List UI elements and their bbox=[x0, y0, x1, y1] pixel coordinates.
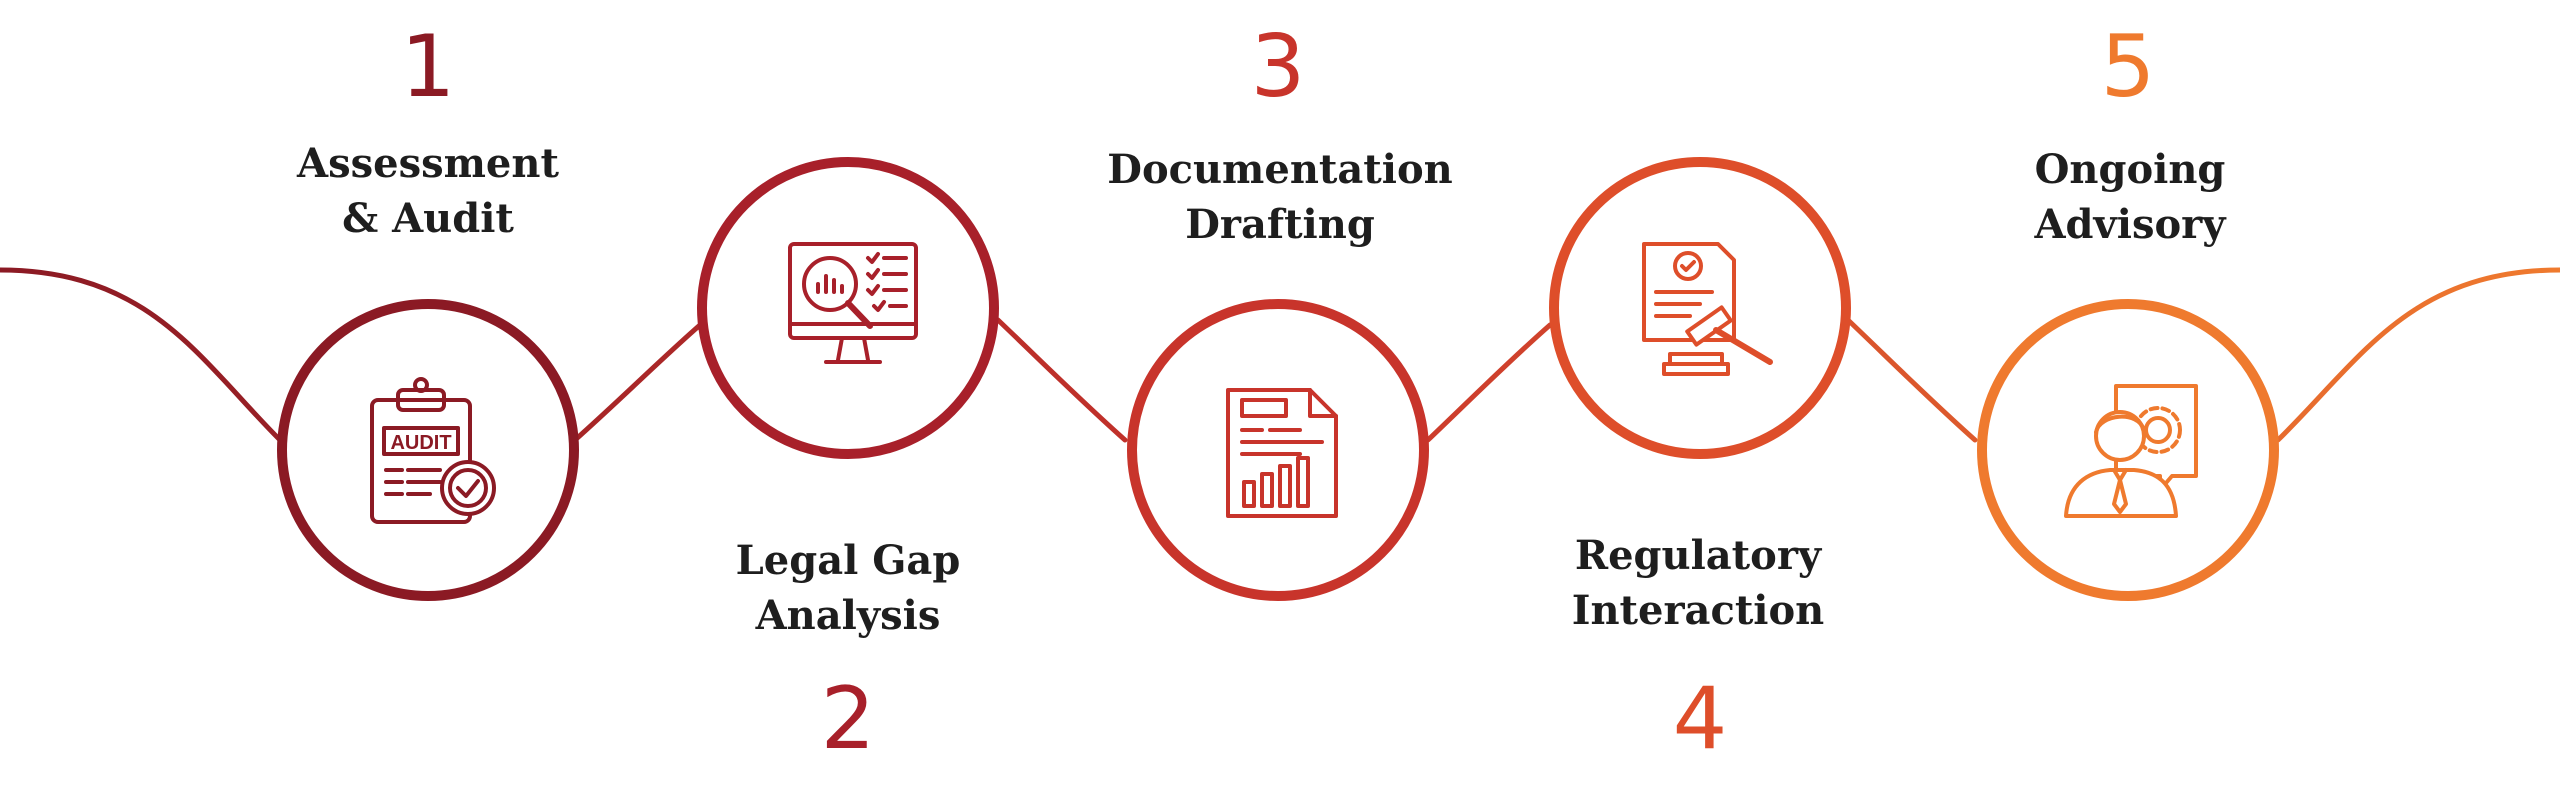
wave-connector-2-3 bbox=[995, 317, 1128, 443]
advisor-gear-icon bbox=[2064, 384, 2198, 518]
step-4-title: Regulatory Interaction bbox=[1488, 528, 1908, 638]
connector-wave bbox=[0, 267, 2560, 443]
step-3-node bbox=[1127, 299, 1429, 601]
step-2-title-line-1: Legal Gap bbox=[735, 537, 961, 584]
wave-left-tail bbox=[0, 267, 283, 443]
monitor-analysis-icon bbox=[788, 242, 918, 364]
wave-right-tail bbox=[2275, 267, 2560, 443]
step-3-title-line-2: Drafting bbox=[1185, 201, 1375, 248]
wave-connector-1-2 bbox=[572, 322, 703, 443]
step-2-number: 2 bbox=[820, 669, 876, 769]
step-1-title-line-1: Assessment bbox=[297, 140, 559, 187]
step-5-title: Ongoing Advisory bbox=[1920, 142, 2340, 252]
wave-connector-4-5 bbox=[1845, 317, 1978, 443]
step-4-number: 4 bbox=[1672, 669, 1728, 769]
step-2-title-line-2: Analysis bbox=[755, 592, 941, 639]
step-5-title-line-1: Ongoing bbox=[2034, 146, 2226, 193]
step-2-node bbox=[697, 157, 999, 459]
legal-gavel-icon bbox=[1642, 242, 1773, 376]
step-1-title-line-2: & Audit bbox=[342, 195, 514, 242]
wave-connector-3-4 bbox=[1425, 322, 1553, 443]
step-3-title-line-1: Documentation bbox=[1107, 146, 1453, 193]
step-4-title-line-1: Regulatory bbox=[1574, 532, 1822, 579]
step-3-number: 3 bbox=[1250, 17, 1306, 117]
step-1-title: Assessment & Audit bbox=[218, 136, 638, 246]
step-3-title: Documentation Drafting bbox=[1070, 142, 1490, 252]
step-1-number: 1 bbox=[400, 17, 456, 117]
step-4-node bbox=[1549, 157, 1851, 459]
document-report-icon bbox=[1226, 388, 1338, 518]
svg-text:AUDIT: AUDIT bbox=[390, 432, 451, 454]
step-2-title: Legal Gap Analysis bbox=[638, 533, 1058, 643]
step-4-title-line-2: Interaction bbox=[1571, 587, 1825, 634]
step-5-title-line-2: Advisory bbox=[2034, 201, 2226, 248]
step-5-node bbox=[1977, 299, 2279, 601]
audit-clipboard-icon: AUDIT bbox=[370, 377, 496, 524]
step-1-node: AUDIT bbox=[277, 299, 579, 601]
step-5-number: 5 bbox=[2100, 17, 2156, 117]
